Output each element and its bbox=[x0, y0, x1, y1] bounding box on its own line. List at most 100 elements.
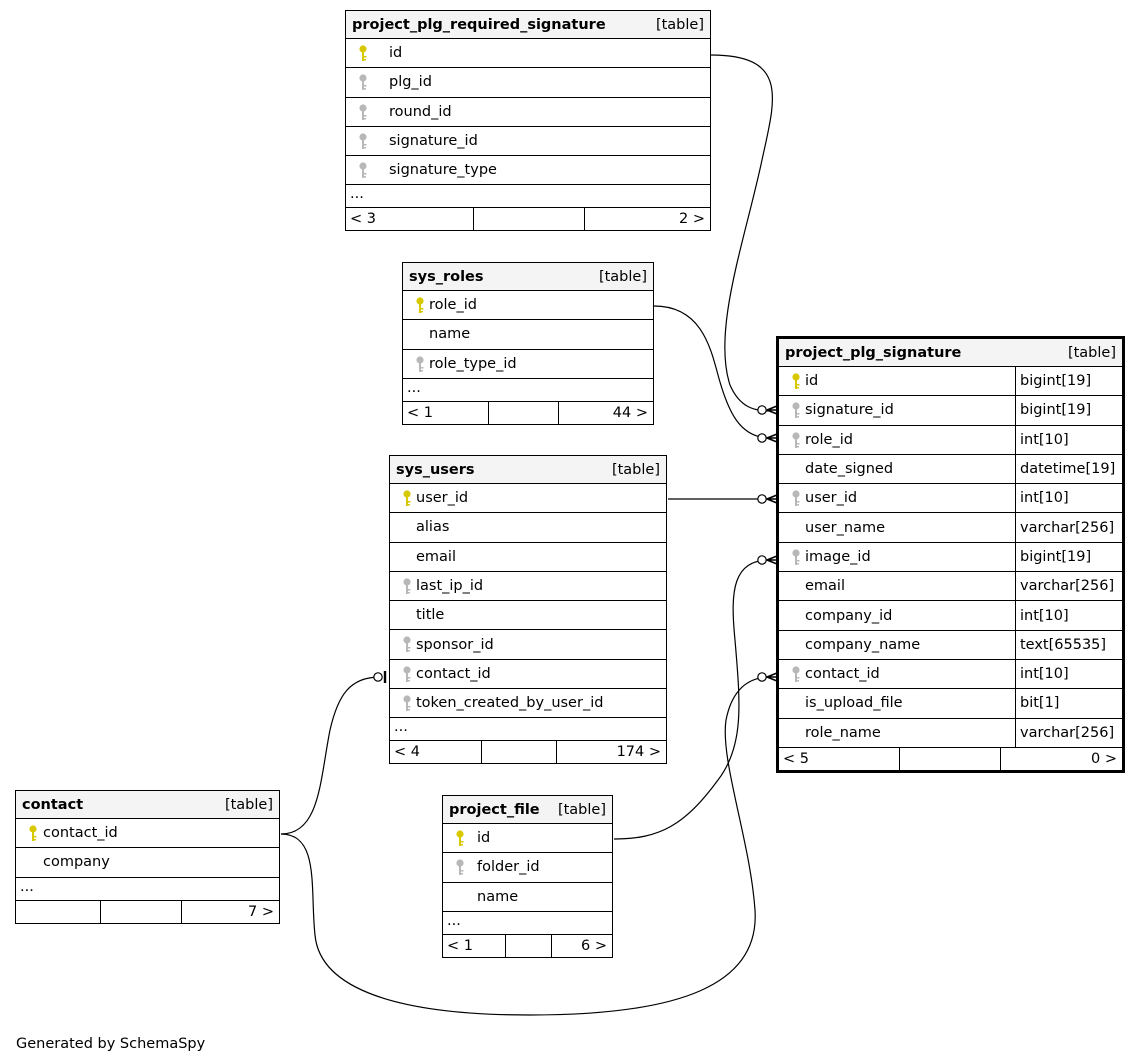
table-header[interactable]: project_plg_signature[table] bbox=[779, 339, 1122, 367]
column-row[interactable]: round_id bbox=[346, 98, 710, 127]
column-name: role_id bbox=[429, 297, 477, 314]
table-footer: < 4 174 > bbox=[390, 741, 666, 764]
column-row[interactable]: token_created_by_user_id bbox=[390, 689, 666, 719]
column-row[interactable]: email bbox=[390, 543, 666, 572]
column-row[interactable]: sponsor_id bbox=[390, 630, 666, 660]
edge-contact-line bbox=[280, 676, 771, 1016]
children-count[interactable]: 7 > bbox=[248, 903, 274, 920]
column-type: bit[1] bbox=[1015, 689, 1122, 718]
column-row[interactable]: title bbox=[390, 601, 666, 631]
column-row[interactable]: last_ip_id bbox=[390, 572, 666, 602]
column-row[interactable]: id bbox=[346, 39, 710, 69]
column-row[interactable]: plg_id bbox=[346, 68, 710, 98]
column-type: varchar[256] bbox=[1015, 718, 1122, 747]
table-header[interactable]: sys_roles[table] bbox=[403, 263, 653, 291]
column-row[interactable]: signature_id bbox=[346, 127, 710, 157]
parents-count[interactable] bbox=[16, 900, 101, 923]
edge-user-optional-marker bbox=[757, 494, 767, 504]
children-count[interactable]: 6 > bbox=[581, 937, 607, 954]
foreign-key-icon bbox=[356, 73, 370, 91]
parents-count[interactable]: < 3 bbox=[346, 208, 474, 231]
table-name: sys_roles bbox=[409, 268, 484, 285]
column-name: sponsor_id bbox=[416, 636, 494, 653]
table-footer: < 1 44 > bbox=[403, 401, 653, 424]
column-row[interactable]: contact_id bbox=[16, 819, 279, 849]
children-count[interactable]: 0 > bbox=[1091, 750, 1117, 767]
footer-spacer bbox=[489, 401, 559, 424]
column-row[interactable]: name bbox=[403, 320, 653, 350]
column-type: int[10] bbox=[1015, 484, 1122, 513]
column-name: id bbox=[477, 830, 491, 847]
column-type: varchar[256] bbox=[1015, 572, 1122, 601]
table-header[interactable]: sys_users[table] bbox=[390, 456, 666, 484]
crows-foot-marker bbox=[766, 555, 778, 565]
column-name: user_id bbox=[416, 490, 469, 507]
footer-spacer bbox=[474, 208, 585, 231]
column-name: signature_type bbox=[389, 162, 497, 179]
foreign-key-icon bbox=[400, 694, 414, 712]
primary-key-icon bbox=[26, 824, 40, 842]
column-type: datetime[19] bbox=[1015, 454, 1122, 484]
column-row[interactable]: role_id bbox=[403, 291, 653, 321]
table-header[interactable]: project_plg_required_signature[table] bbox=[346, 11, 710, 39]
parents-count[interactable]: < 1 bbox=[403, 401, 489, 424]
column-name: last_ip_id bbox=[416, 578, 484, 595]
column-row[interactable]: company bbox=[16, 848, 279, 878]
table-name: project_file bbox=[449, 801, 540, 818]
edge-users-contact-optional-marker bbox=[373, 672, 383, 682]
crows-foot-marker bbox=[766, 433, 778, 443]
column-row[interactable]: role_type_id bbox=[403, 350, 653, 379]
more-columns-indicator[interactable]: ... bbox=[443, 912, 612, 935]
more-columns-indicator[interactable]: ... bbox=[16, 878, 279, 901]
column-row[interactable]: name bbox=[443, 883, 612, 912]
crows-foot-marker bbox=[766, 494, 778, 504]
edge-role-line bbox=[653, 305, 771, 439]
edge-signature-line bbox=[710, 54, 773, 412]
children-count[interactable]: 44 > bbox=[612, 404, 648, 421]
primary-key-icon bbox=[453, 829, 467, 847]
column-row[interactable]: id bbox=[443, 824, 612, 854]
children-count[interactable]: 174 > bbox=[616, 744, 661, 761]
more-columns-indicator[interactable]: ... bbox=[346, 185, 710, 209]
table-header[interactable]: contact[table] bbox=[16, 791, 279, 819]
more-columns-indicator[interactable]: ... bbox=[403, 379, 653, 402]
column-name: role_id bbox=[805, 431, 853, 448]
column-row[interactable]: role_id int[10] bbox=[779, 425, 1122, 455]
footer-spacer bbox=[506, 934, 552, 957]
parents-count[interactable]: < 5 bbox=[779, 747, 900, 770]
column-row[interactable]: contact_id bbox=[390, 660, 666, 690]
column-type: int[10] bbox=[1015, 425, 1122, 454]
column-row[interactable]: folder_id bbox=[443, 853, 612, 883]
column-type: int[10] bbox=[1015, 659, 1122, 689]
primary-key-icon bbox=[356, 44, 370, 62]
column-row[interactable]: signature_type bbox=[346, 156, 710, 186]
parents-count[interactable]: < 1 bbox=[443, 934, 506, 957]
column-type: text[65535] bbox=[1015, 630, 1122, 659]
foreign-key-icon bbox=[400, 577, 414, 595]
column-row[interactable]: alias bbox=[390, 513, 666, 543]
more-columns-indicator[interactable]: ... bbox=[390, 718, 666, 742]
table-header[interactable]: project_file[table] bbox=[443, 796, 612, 824]
children-count[interactable]: 2 > bbox=[679, 211, 705, 228]
parents-count[interactable]: < 4 bbox=[390, 741, 482, 764]
crows-foot-marker bbox=[766, 672, 778, 682]
column-row[interactable]: user_id bbox=[390, 484, 666, 514]
